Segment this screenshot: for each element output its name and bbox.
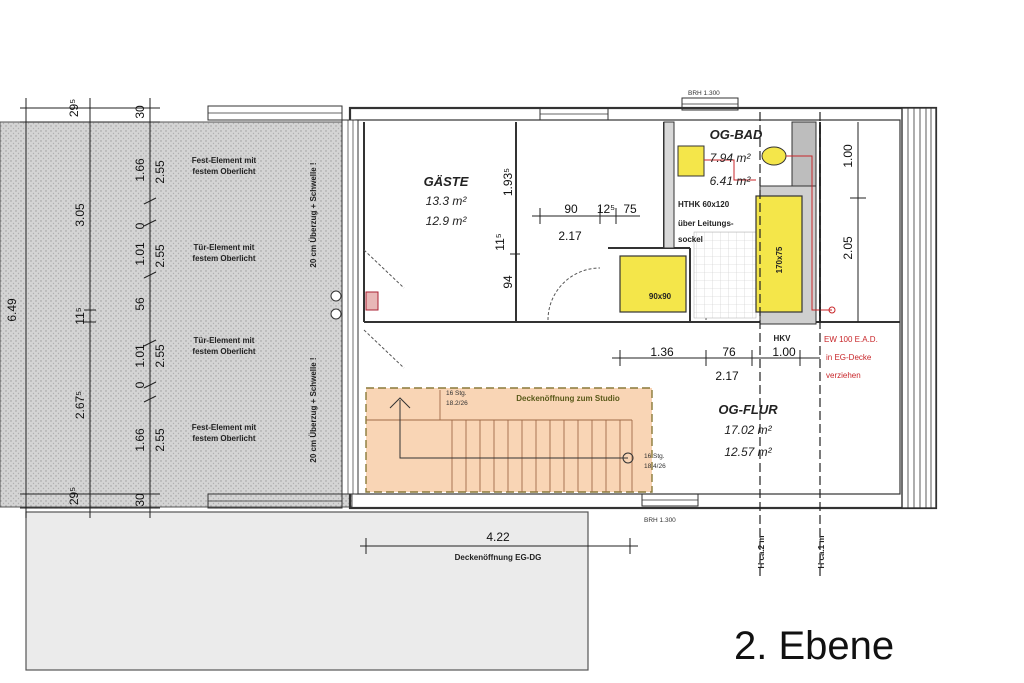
label-tuer-2-2: festem Oberlicht xyxy=(192,347,255,356)
note-brh-top: BRH 1.300 xyxy=(688,90,720,97)
label-tuer-1-2: festem Oberlicht xyxy=(192,254,255,263)
radiator xyxy=(365,291,379,311)
dim-b-422: 4.22 xyxy=(486,530,510,544)
reference-lines xyxy=(759,112,821,580)
dim-g-193: 1.93⁵ xyxy=(501,168,515,196)
dim-col-101-bottom: 1.01 xyxy=(133,344,147,368)
dim-left-a: 3.05 xyxy=(73,203,87,227)
dim-g-12: 12⁵ xyxy=(597,202,615,216)
terrace-hatched xyxy=(0,121,353,508)
note-htk2: über Leitungs- xyxy=(678,219,734,228)
note-ueberzug-bottom: 20 cm Überzug + Schwelle ! xyxy=(309,357,318,462)
dim-top-29: 29⁵ xyxy=(67,99,81,117)
label-tuer-2-1: Tür-Element mit xyxy=(194,336,255,345)
room-area2-gaeste: 12.9 m² xyxy=(426,214,468,228)
note-red-1: EW 100 E.A.D. xyxy=(824,335,878,344)
dim-col-30-top: 30 xyxy=(133,105,147,119)
shower-tray xyxy=(619,255,687,313)
dim-g-11: 11⁵ xyxy=(493,233,507,250)
room-area1-gaeste: 13.3 m² xyxy=(426,194,468,208)
dim-col-101-top: 1.01 xyxy=(133,242,147,266)
dim-f-136: 1.36 xyxy=(650,345,674,359)
label-deckenoeffnung-studio: Deckenöffnung zum Studio xyxy=(516,394,620,403)
label-stairs-top2: 18.2/26 xyxy=(446,400,468,407)
dim-left-c: 11⁵ xyxy=(73,307,87,324)
dim-col-56: 56 xyxy=(133,297,147,311)
dim-r-100: 1.00 xyxy=(841,144,855,168)
right-striped-wall xyxy=(901,107,937,509)
note-red-3: verziehen xyxy=(826,371,861,380)
staircase xyxy=(365,387,653,493)
dim-left-b: 2.67⁵ xyxy=(73,391,87,419)
label-fest-top-1: Fest-Element mit xyxy=(192,156,257,165)
room-area2-bad: 6.41 m² xyxy=(710,174,752,188)
washbasin xyxy=(761,146,787,166)
label-fest-top-2: festem Oberlicht xyxy=(192,167,255,176)
bathtub xyxy=(755,195,803,313)
label-shower: 90x90 xyxy=(649,292,672,301)
label-stairs-bottom: 16 Stg. xyxy=(644,453,665,460)
dim-col-0-top: 0 xyxy=(133,222,147,229)
note-red-2: in EG-Decke xyxy=(826,353,872,362)
note-hkv: HKV xyxy=(774,334,792,343)
dim-g-75: 75 xyxy=(623,202,637,216)
label-tuer-1-1: Tür-Element mit xyxy=(194,243,255,252)
note-htk3: sockel xyxy=(678,235,703,244)
label-stairs-bottom2: 18.4/26 xyxy=(644,463,666,470)
room-name-gaeste: GÄSTE xyxy=(424,174,469,189)
dim-r-205: 2.05 xyxy=(841,236,855,260)
glazing-strip xyxy=(330,119,359,495)
dim-left-total: 6.49 xyxy=(5,298,19,322)
label-deckenoeffnung-eg: Deckenöffnung EG-DG xyxy=(455,553,542,562)
label-fest-bottom-1: Fest-Element mit xyxy=(192,423,257,432)
room-area2-flur: 12.57 m² xyxy=(724,445,772,459)
dim-col-255-d: 2.55 xyxy=(153,428,167,452)
note-htk: HTHK 60x120 xyxy=(678,200,730,209)
dim-col-255-c: 2.55 xyxy=(153,344,167,368)
room-area1-bad: 7.94 m² xyxy=(710,151,752,165)
dim-col-166-top: 1.66 xyxy=(133,158,147,182)
dim-g-94: 94 xyxy=(501,275,515,289)
label-stairs-top: 16 Stg. xyxy=(446,390,467,397)
dim-f-217: 2.17 xyxy=(715,369,739,383)
level-title: 2. Ebene xyxy=(734,624,895,668)
dim-g-217: 2.17 xyxy=(558,229,582,243)
label-tub: 170x75 xyxy=(775,246,784,273)
dim-col-255-a: 2.55 xyxy=(153,160,167,184)
dim-col-166-bottom: 1.66 xyxy=(133,428,147,452)
note-h2m: H ca.2 m xyxy=(757,536,766,569)
room-name-flur: OG-FLUR xyxy=(718,402,778,417)
room-area1-flur: 17.02 m² xyxy=(724,423,772,437)
dim-g-90: 90 xyxy=(564,202,578,216)
note-brh-bottom: BRH 1.300 xyxy=(644,517,676,524)
dim-col-0-bottom: 0 xyxy=(133,381,147,388)
dim-bottom-29: 29⁵ xyxy=(67,487,81,505)
note-ueberzug-top: 20 cm Überzug + Schwelle ! xyxy=(309,162,318,267)
bath-tiles xyxy=(693,231,757,319)
dim-col-30-bottom: 30 xyxy=(133,493,147,507)
label-fest-bottom-2: festem Oberlicht xyxy=(192,434,255,443)
toilet xyxy=(677,145,705,177)
red-pipes xyxy=(704,155,836,314)
lower-slab xyxy=(25,511,589,671)
room-name-bad: OG-BAD xyxy=(710,127,763,142)
note-h1m: H ca.1 m xyxy=(817,536,826,569)
dim-f-100: 1.00 xyxy=(772,345,796,359)
dim-f-76: 76 xyxy=(722,345,736,359)
dim-col-255-b: 2.55 xyxy=(153,244,167,268)
dimension-lines xyxy=(20,98,866,554)
